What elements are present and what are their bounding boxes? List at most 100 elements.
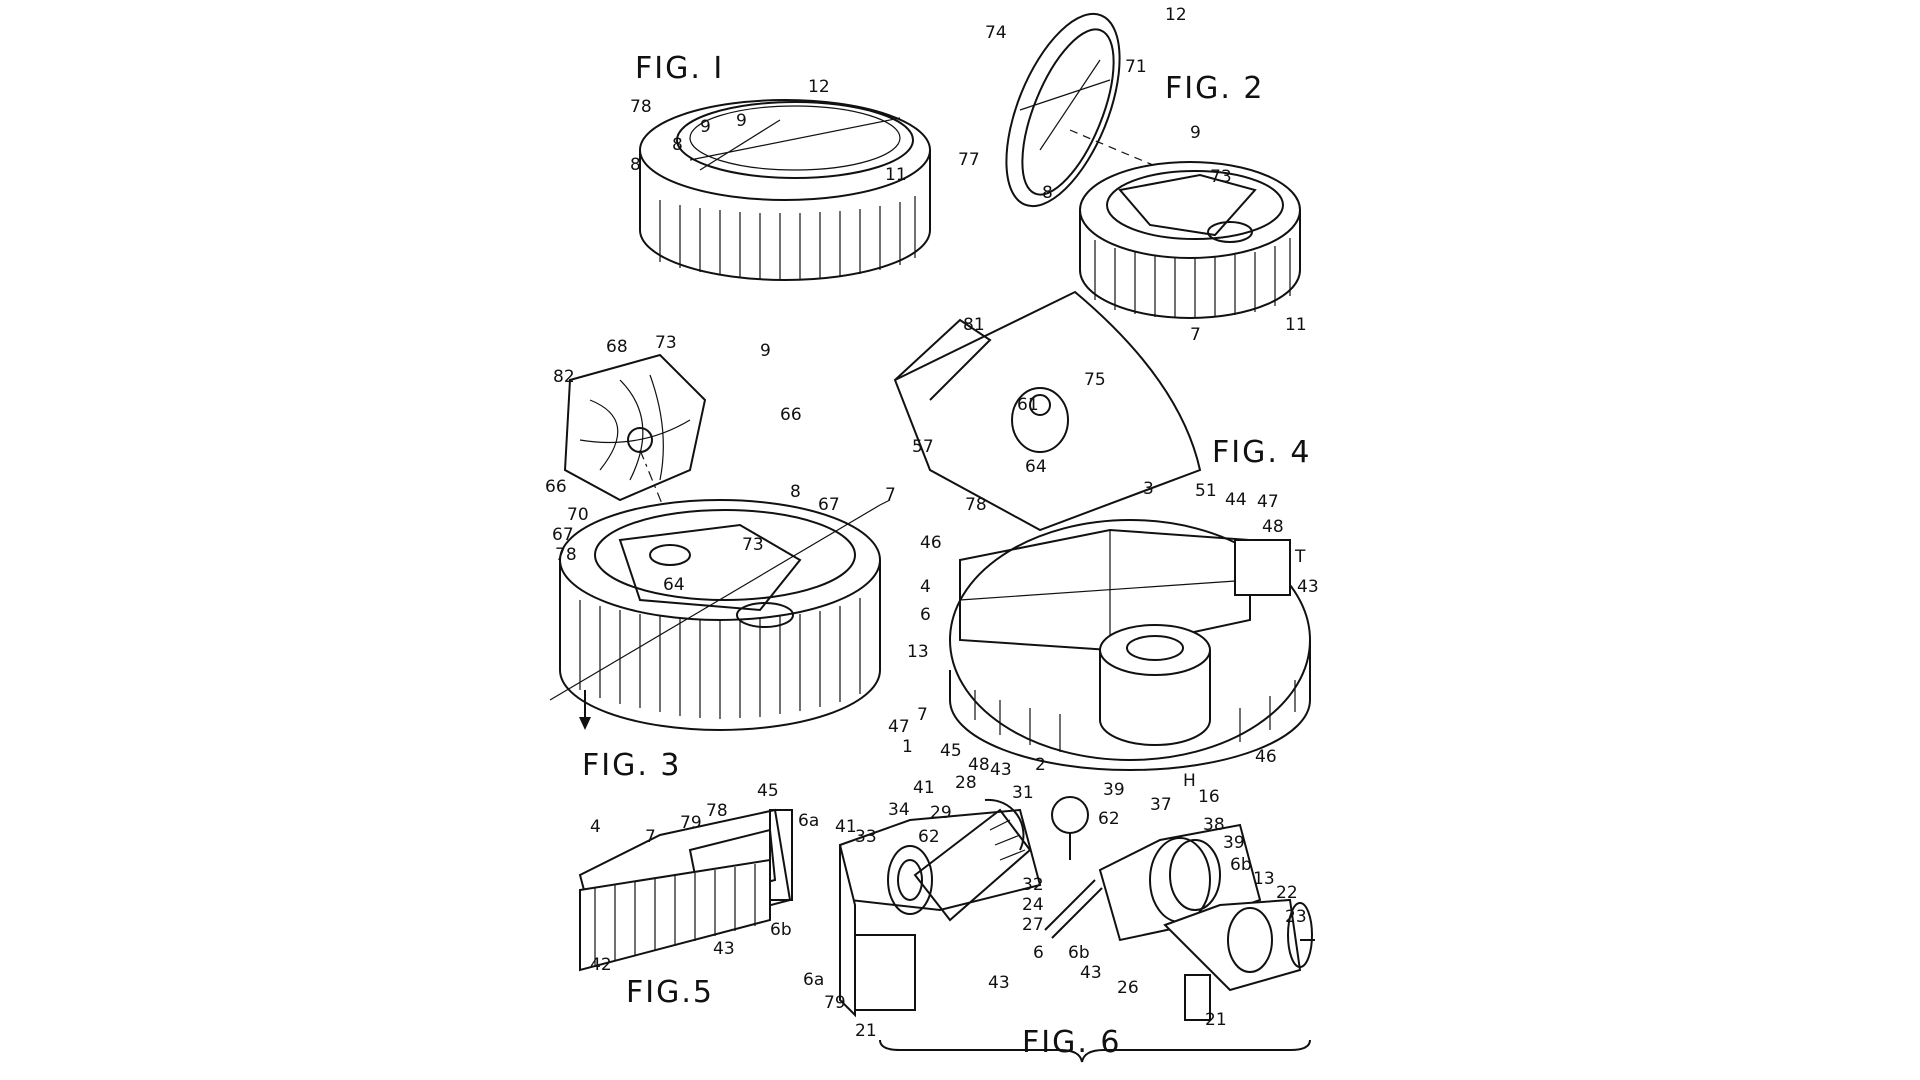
fig1-label: 8 <box>672 135 683 155</box>
fig5-drawing <box>578 808 793 972</box>
fig6-label: 41 <box>835 817 857 837</box>
fig4-label: 7 <box>917 705 928 725</box>
fig3-label: 66 <box>780 405 802 425</box>
fig1-label: 8 <box>630 155 641 175</box>
fig5-label: 4 <box>590 817 601 837</box>
fig6-label: 34 <box>888 800 910 820</box>
fig4-label: 13 <box>907 642 929 662</box>
fig4-label: 75 <box>1084 370 1106 390</box>
fig6-label: 6b <box>1230 855 1252 875</box>
fig6-label: 23 <box>1285 907 1307 927</box>
fig4-label: 46 <box>920 533 942 553</box>
fig6-label: 26 <box>1117 978 1139 998</box>
fig1-label: 9 <box>736 111 747 131</box>
fig4-drawing <box>893 290 1311 771</box>
fig2-label: 11 <box>1285 315 1307 335</box>
fig6-label: 21 <box>1205 1010 1227 1030</box>
fig2-label: 74 <box>985 23 1007 43</box>
fig2-drawing <box>1005 12 1301 319</box>
fig4-label: 3 <box>1143 479 1154 499</box>
fig3-label: 7 <box>885 485 896 505</box>
fig4-label: 64 <box>1025 457 1047 477</box>
fig4-label: 43 <box>990 760 1012 780</box>
fig3-title: FIG. 3 <box>582 748 682 783</box>
fig3-label: 68 <box>606 337 628 357</box>
fig4-label: 6 <box>920 605 931 625</box>
fig6-drawing <box>838 796 1315 1063</box>
fig6-label: 6b <box>1068 943 1090 963</box>
fig3-label: 67 <box>552 525 574 545</box>
fig6-title: FIG. 6 <box>1022 1025 1122 1060</box>
fig3-label: 82 <box>553 367 575 387</box>
fig6-label: 28 <box>955 773 977 793</box>
fig3-label: 73 <box>742 535 764 555</box>
fig4-label: 47 <box>888 717 910 737</box>
fig6-label: 41 <box>913 778 935 798</box>
fig6-label: 13 <box>1253 869 1275 889</box>
fig2-label: 12 <box>1165 5 1187 25</box>
fig4-label: 45 <box>940 741 962 761</box>
fig6-label: 62 <box>918 827 940 847</box>
fig2-label: 73 <box>1210 167 1232 187</box>
fig6-label: 31 <box>1012 783 1034 803</box>
fig2-title: FIG. 2 <box>1165 71 1265 106</box>
fig5-label: 42 <box>590 955 612 975</box>
fig4-label: 47 <box>1257 492 1279 512</box>
fig4-label: 46 <box>1255 747 1277 767</box>
fig4-label: 81 <box>963 315 985 335</box>
fig3-label: 9 <box>760 341 771 361</box>
fig2-label: 7 <box>1190 325 1201 345</box>
fig6-labels: 41 28 31 39 16 41 34 29 62 37 38 33 62 3… <box>803 773 1307 1041</box>
fig6-label: 6 <box>1033 943 1044 963</box>
fig5-label: 6b <box>770 920 792 940</box>
fig4-label: 48 <box>968 755 990 775</box>
fig6-label: 33 <box>855 827 877 847</box>
fig3-drawing <box>549 353 891 731</box>
fig6-label: 16 <box>1198 787 1220 807</box>
fig4-labels: 81 75 57 61 64 78 3 51 44 47 48 46 T 4 4… <box>888 315 1319 791</box>
fig1-label: 78 <box>630 97 652 117</box>
fig5-labels: 4 7 79 78 45 6a 42 43 6b <box>590 781 819 975</box>
fig6-label: 29 <box>930 803 952 823</box>
fig5-label: 43 <box>713 939 735 959</box>
fig6-label: 37 <box>1150 795 1172 815</box>
fig6-label: 24 <box>1022 895 1044 915</box>
fig4-label: 44 <box>1225 490 1247 510</box>
fig4-label: 4 <box>920 577 931 597</box>
fig3-label: 66 <box>545 477 567 497</box>
fig6-label: 62 <box>1098 809 1120 829</box>
fig1-drawing <box>639 99 931 281</box>
fig3-label: 73 <box>655 333 677 353</box>
fig4-label: 48 <box>1262 517 1284 537</box>
fig6-label: 43 <box>1080 963 1102 983</box>
fig5-label: 7 <box>645 827 656 847</box>
fig3-labels: 82 68 73 9 66 66 70 8 67 7 67 78 73 64 <box>545 333 896 595</box>
fig6-label: 39 <box>1223 833 1245 853</box>
fig3-label: 78 <box>555 545 577 565</box>
fig4-label: 78 <box>965 495 987 515</box>
fig1-label: 11 <box>885 165 907 185</box>
fig6-label: 39 <box>1103 780 1125 800</box>
fig1-label: 12 <box>808 77 830 97</box>
fig4-label: 51 <box>1195 481 1217 501</box>
fig4-label: 2 <box>1035 755 1046 775</box>
fig6-label: 38 <box>1203 815 1225 835</box>
fig2-label: 77 <box>958 150 980 170</box>
fig6-label: 79 <box>824 993 846 1013</box>
fig3-label: 8 <box>790 482 801 502</box>
fig3-label: 64 <box>663 575 685 595</box>
fig5-label: 6a <box>798 811 819 831</box>
fig2-label: 71 <box>1125 57 1147 77</box>
fig4-label: 1 <box>902 737 913 757</box>
fig6-label: 32 <box>1022 875 1044 895</box>
fig6-label: 6a <box>803 970 824 990</box>
fig5-label: 45 <box>757 781 779 801</box>
fig6-label: 21 <box>855 1021 877 1041</box>
fig1-labels: 78 12 9 9 8 8 11 <box>630 77 907 185</box>
fig2-labels: 74 12 71 77 9 73 8 7 11 <box>958 5 1307 345</box>
fig1-title: FIG. I <box>635 51 724 86</box>
fig4-title: FIG. 4 <box>1212 435 1312 470</box>
fig6-label: 22 <box>1276 883 1298 903</box>
fig6-label: 27 <box>1022 915 1044 935</box>
